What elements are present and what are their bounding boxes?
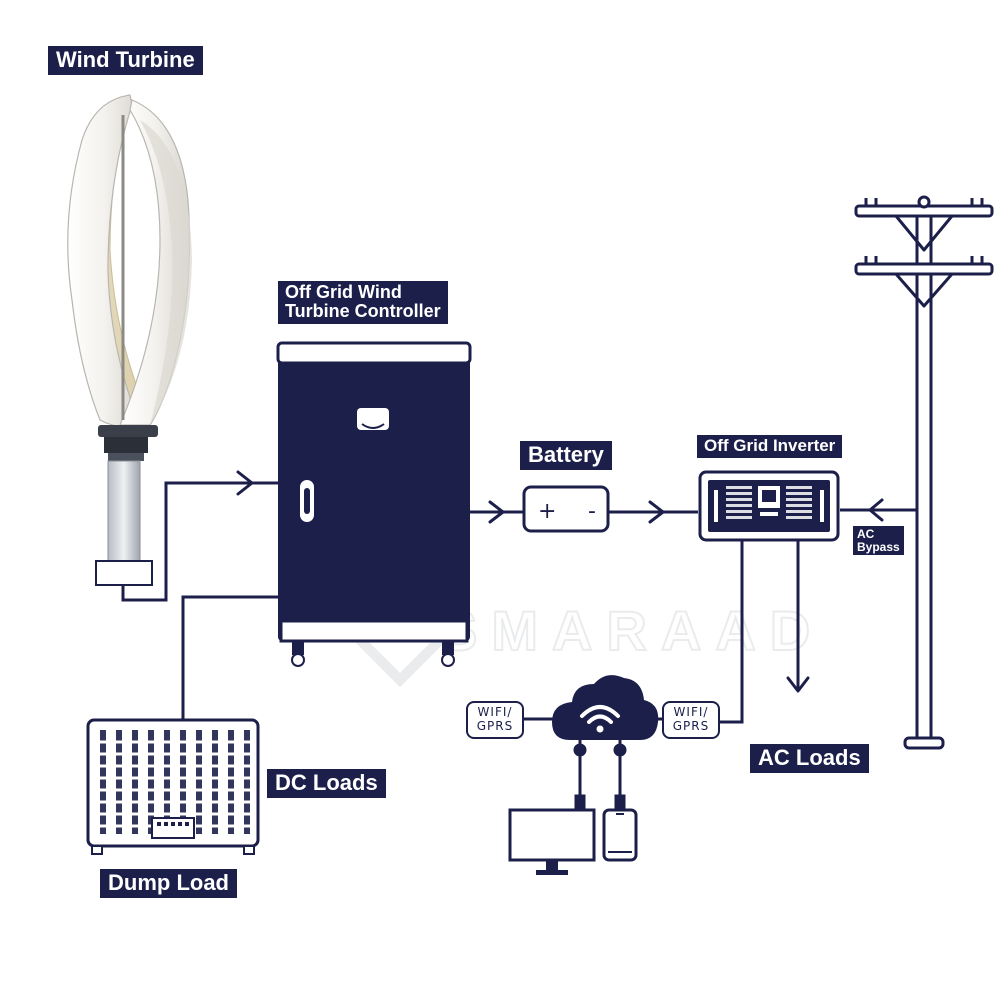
- arrowheads: [236, 470, 884, 693]
- controller-cabinet: [276, 341, 472, 667]
- monitor-icon: [508, 808, 596, 875]
- inverter-label: Off Grid Inverter: [697, 435, 843, 458]
- wind-turbine-label: Wind Turbine: [48, 46, 203, 75]
- wifi-gprs-badge-left: WIFI/ GPRS: [466, 701, 524, 739]
- controller-label-line2: Turbine Controller: [285, 300, 441, 321]
- wifi-gprs-badge-right: WIFI/ GPRS: [662, 701, 720, 739]
- ac-bypass-label: AC Bypass: [853, 526, 904, 556]
- svg-text:+: +: [538, 499, 556, 524]
- badge-left-line2: GPRS: [476, 719, 514, 733]
- dump-load-label: Dump Load: [100, 869, 237, 898]
- inverter-unit: [698, 470, 840, 542]
- battery-label: Battery: [520, 441, 612, 470]
- ac-loads-label: AC Loads: [750, 744, 869, 773]
- battery-icon: + -: [522, 485, 610, 533]
- controller-label: Off Grid Wind Turbine Controller: [278, 281, 448, 324]
- phone-icon: [602, 808, 638, 862]
- badge-left-line1: WIFI/: [477, 705, 513, 720]
- dc-loads-label: DC Loads: [267, 769, 386, 798]
- wind-turbine-illustration: [67, 94, 192, 586]
- svg-text:-: -: [588, 499, 596, 524]
- ac-bypass-label-line2: Bypass: [857, 539, 900, 554]
- cloud-wifi-icon: [552, 675, 659, 810]
- watermark: SMARAAD: [352, 592, 824, 688]
- dump-load-unit: [86, 718, 260, 855]
- badge-right-line2: GPRS: [672, 719, 710, 733]
- badge-right-line1: WIFI/: [673, 705, 709, 720]
- ac-bypass-label-line1: AC: [857, 527, 875, 541]
- controller-label-line1: Off Grid Wind: [285, 282, 402, 302]
- utility-pole: [854, 195, 994, 750]
- svg-text:SMARAAD: SMARAAD: [440, 599, 824, 662]
